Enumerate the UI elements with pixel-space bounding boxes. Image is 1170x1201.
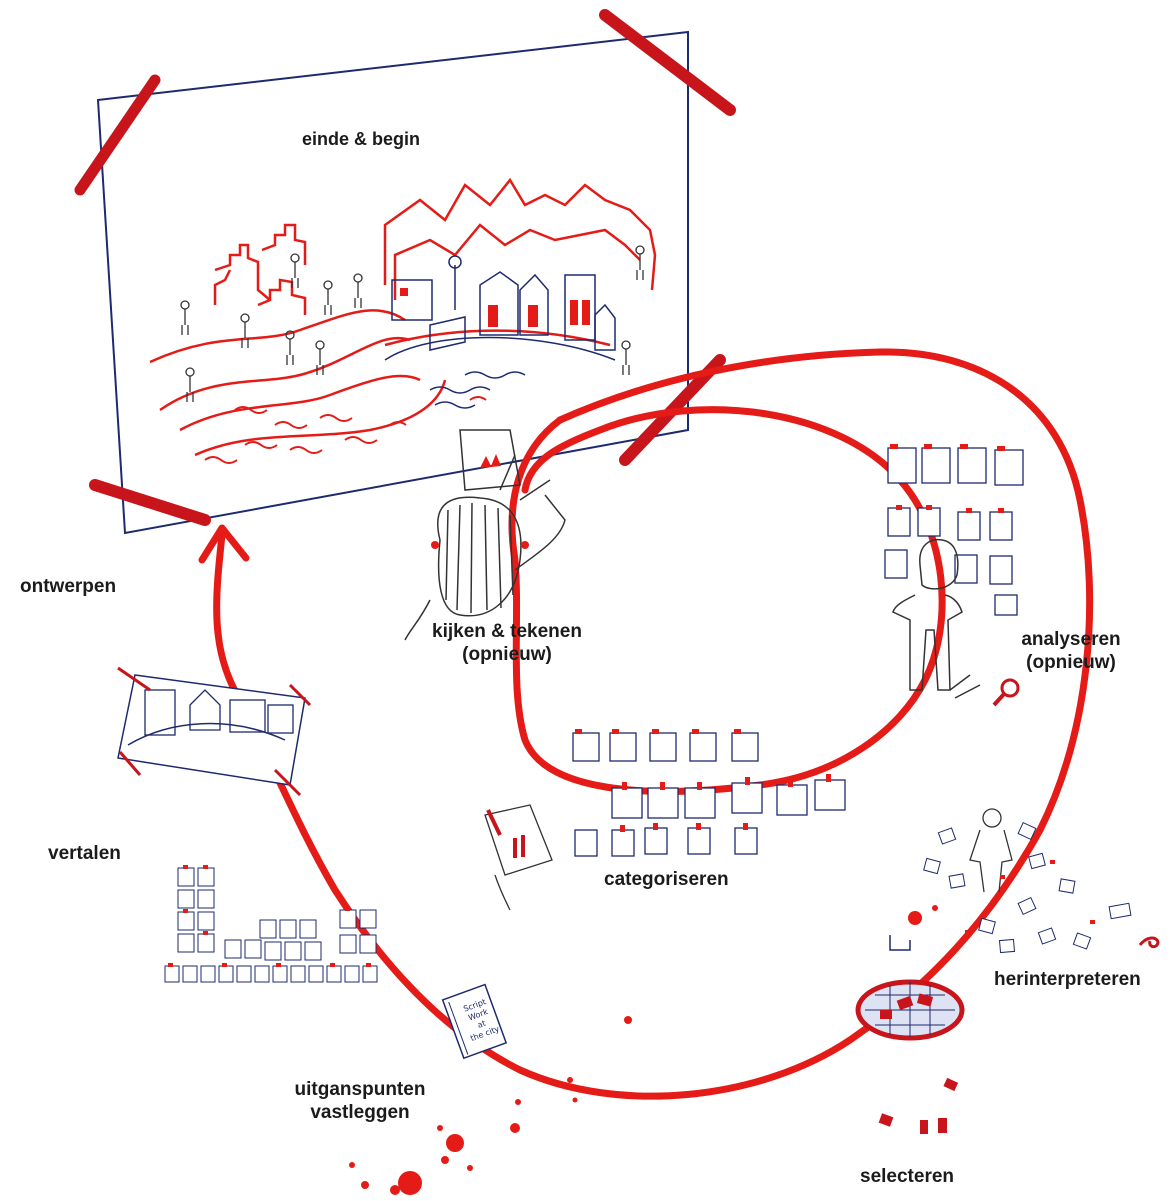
stage-label-ontwerpen: ontwerpen — [20, 576, 117, 597]
person-drawing — [404, 429, 566, 641]
sketch-grid-pins — [168, 865, 371, 967]
stage-label-kijken-tekenen: kijken & tekenen (opnieuw) — [412, 620, 602, 666]
categoriseren-pins — [575, 729, 831, 832]
tape-bottom-left — [89, 479, 211, 526]
stage-label-uitgangspunten: uitganspunten vastleggen — [270, 1078, 450, 1124]
stage-label-analyseren-line1: analyseren — [1021, 629, 1121, 650]
poster-title: einde & begin — [302, 129, 421, 149]
stage-label-vertalen: vertalen — [48, 843, 121, 864]
stage-label-kijken-line1: kijken & tekenen — [432, 621, 582, 642]
sketch-grid — [164, 867, 378, 983]
person-drawing-accents — [431, 454, 529, 549]
sieve — [855, 979, 965, 1134]
hand-with-sketch — [484, 804, 553, 911]
tool-herinterpreteren — [889, 935, 911, 951]
stage-label-analyseren: analyseren (opnieuw) — [1006, 628, 1136, 674]
scattered-accents — [908, 860, 1160, 949]
person-analysing — [892, 538, 963, 691]
paint-splatters — [349, 1016, 632, 1195]
categoriseren-tiles — [572, 732, 846, 857]
poster-skyline — [213, 177, 657, 315]
stage-label-herinterpreteren: herinterpreteren — [994, 969, 1141, 990]
poster-people — [180, 245, 645, 402]
arrow-to-poster — [198, 524, 250, 564]
analysis-wall-pins — [890, 444, 1005, 513]
scattered-sketches — [923, 821, 1132, 954]
tape-top-right — [599, 9, 736, 116]
analysis-wall — [884, 447, 1024, 616]
poster — [74, 9, 736, 535]
poster-landscape — [149, 309, 611, 457]
poster-water — [204, 396, 487, 464]
stage-label-categoriseren: categoriseren — [604, 869, 729, 890]
tools-analyseren — [949, 674, 1020, 707]
tape-top-left — [74, 74, 161, 196]
stage-label-uitgangspunten-line2: vastleggen — [310, 1102, 410, 1123]
poster-city — [384, 255, 616, 361]
vertalen-sketch — [117, 666, 312, 797]
notebook — [441, 983, 508, 1060]
stage-label-uitgangspunten-line1: uitganspunten — [294, 1079, 426, 1100]
stage-label-selecteren: selecteren — [860, 1166, 955, 1187]
stage-label-kijken-line2: (opnieuw) — [462, 644, 552, 665]
poster-city-accents — [400, 288, 590, 327]
stage-label-analyseren-line2: (opnieuw) — [1026, 652, 1116, 673]
